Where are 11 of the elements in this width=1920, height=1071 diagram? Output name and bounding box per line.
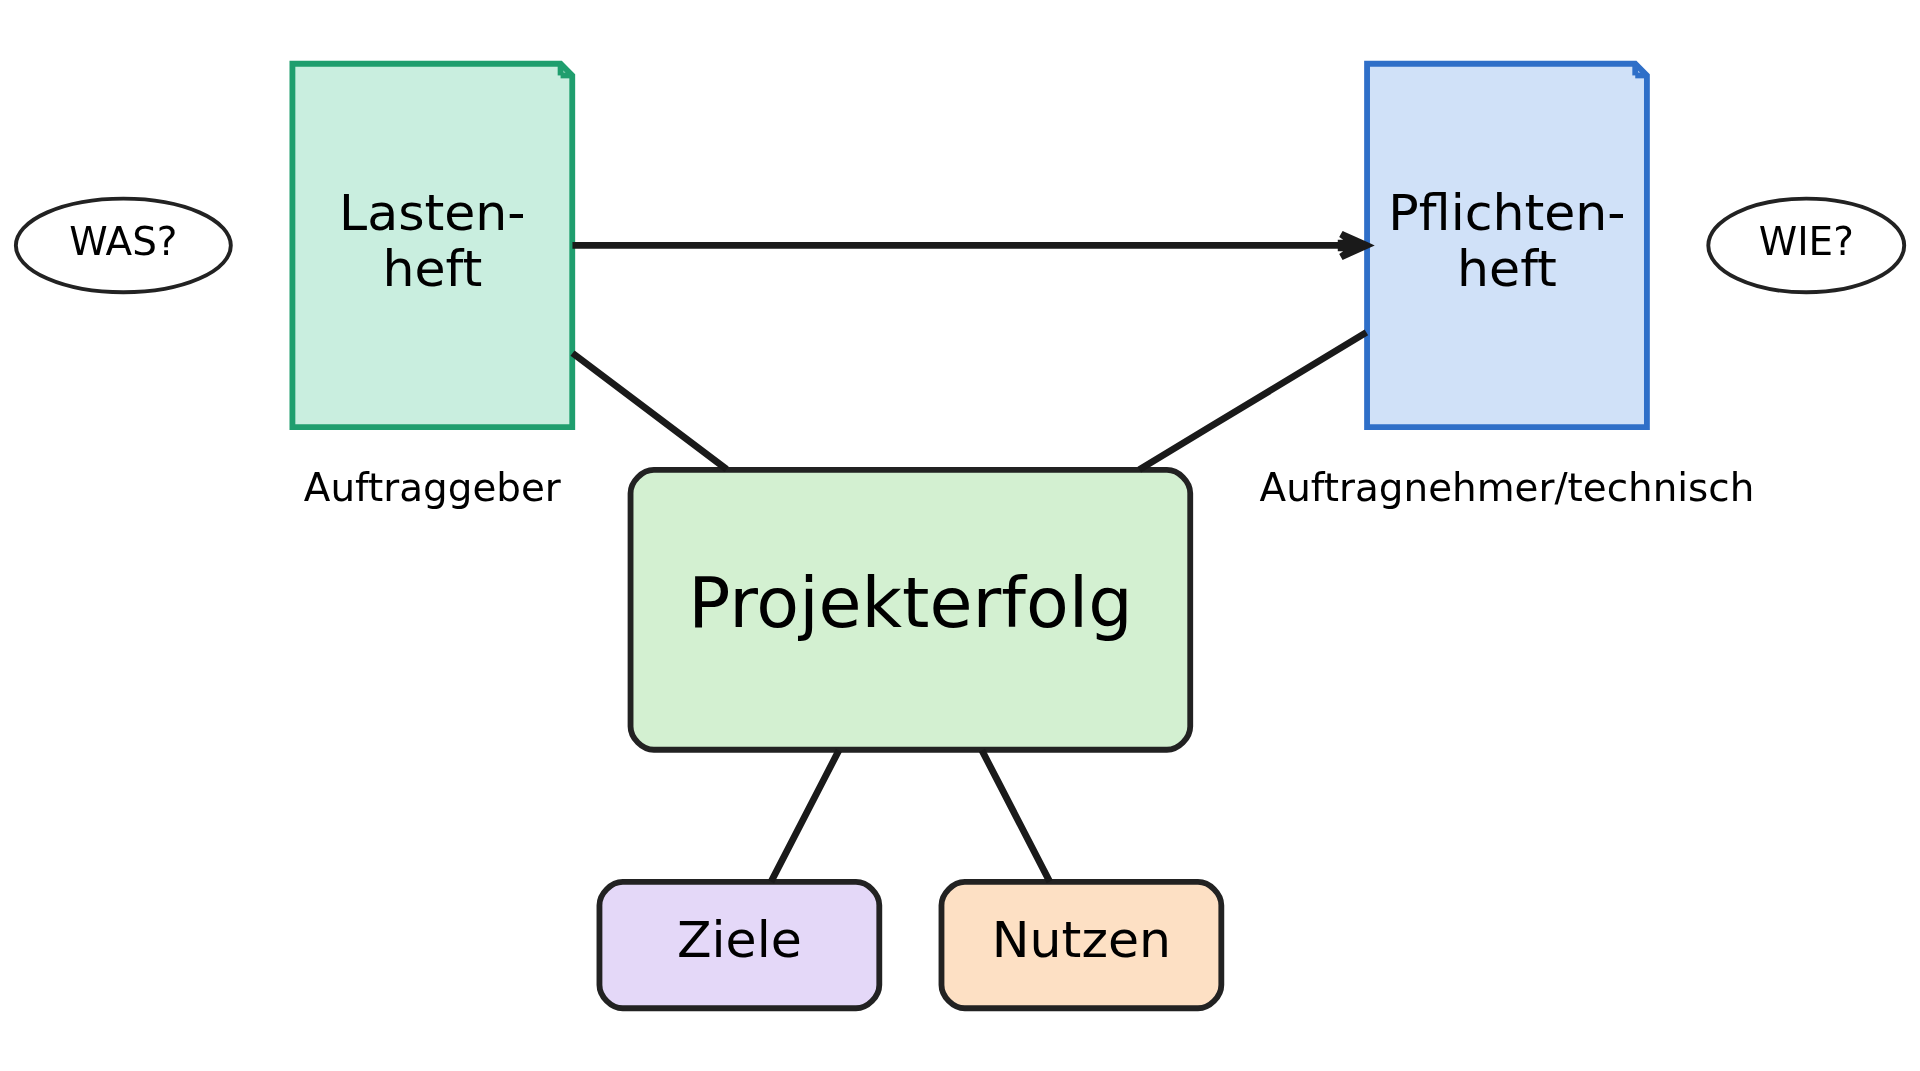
node-label: Auftraggeber bbox=[303, 464, 561, 510]
node-box: Projekterfolg bbox=[627, 466, 1194, 753]
connector bbox=[570, 349, 729, 472]
node-ellipse: WIE? bbox=[1706, 196, 1907, 294]
connector bbox=[768, 748, 842, 883]
connector bbox=[978, 748, 1053, 883]
connector bbox=[1137, 329, 1369, 472]
node-label: Auftragnehmer/technisch bbox=[1259, 464, 1755, 510]
node-box: Ziele bbox=[596, 878, 883, 1011]
node-ellipse: WAS? bbox=[13, 196, 233, 294]
node-box: Nutzen bbox=[938, 878, 1225, 1011]
